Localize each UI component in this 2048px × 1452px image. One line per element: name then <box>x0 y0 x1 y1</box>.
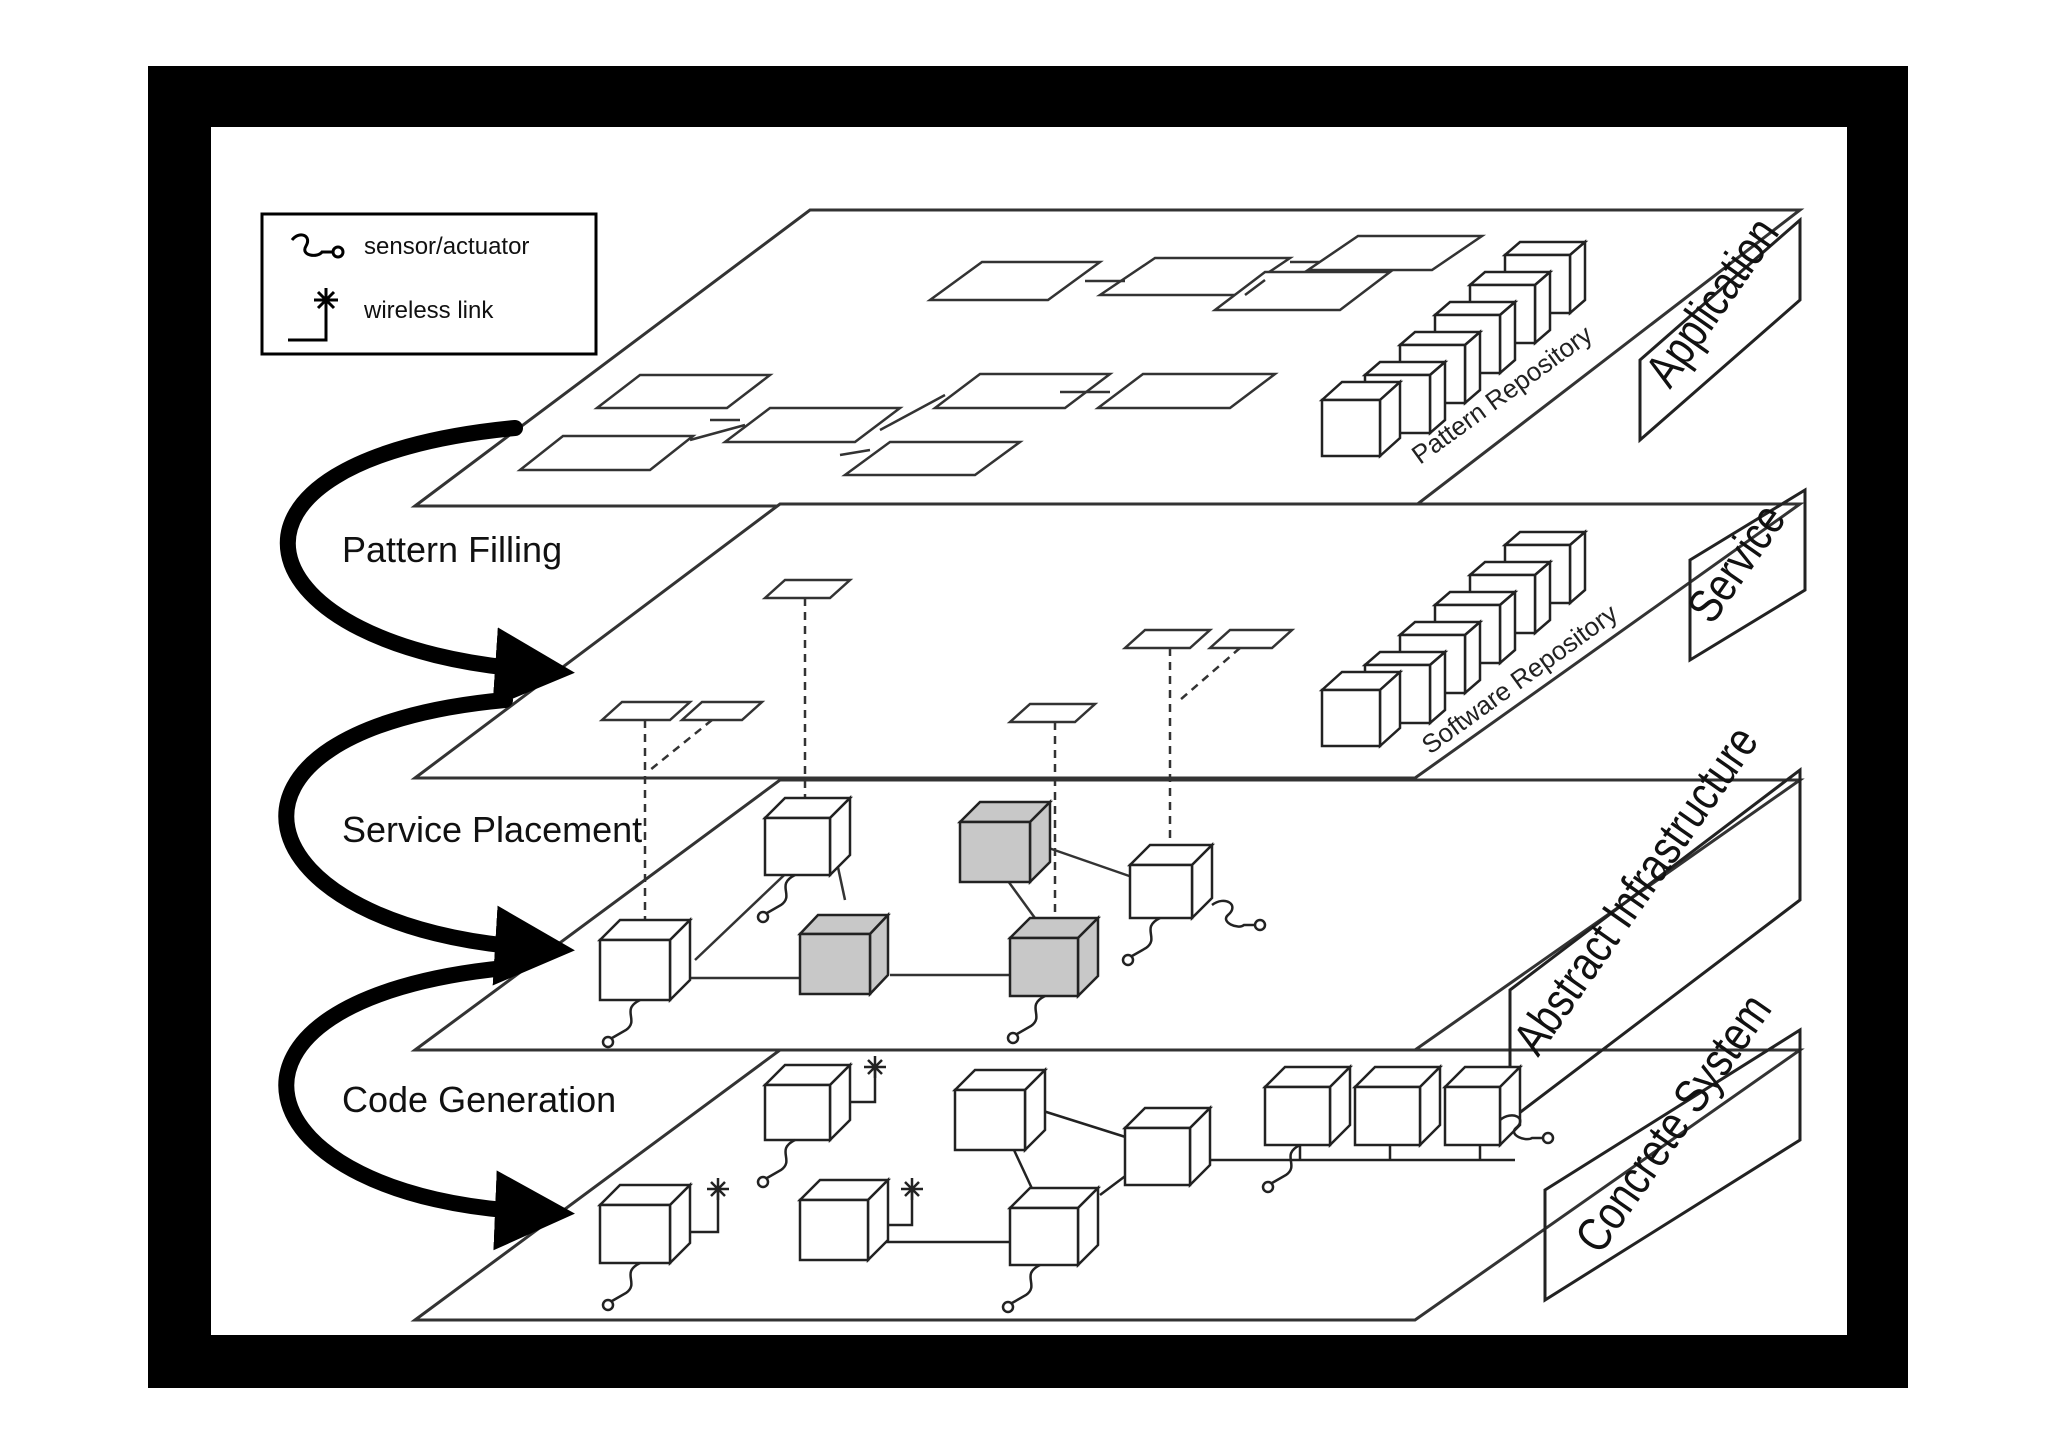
concrete-device <box>951 1066 1049 1154</box>
sensor-actuator-icon <box>1261 1143 1301 1194</box>
sensor-actuator-icon <box>1121 916 1161 967</box>
infra-node <box>596 916 694 1004</box>
service-placement-mappings <box>643 598 1241 920</box>
service-tab <box>1688 487 1807 663</box>
concrete-device <box>1121 1104 1214 1189</box>
legend-wireless-label: wireless link <box>363 297 494 324</box>
infra-node-filled <box>1006 914 1102 1000</box>
service-placement-label: Service Placement <box>342 809 642 850</box>
sensor-actuator-icon <box>290 233 345 259</box>
service-component-boxes <box>598 578 1296 724</box>
concrete-device <box>1351 1063 1444 1149</box>
layer-name-tabs <box>1508 216 1807 1303</box>
infrastructure-sensors <box>601 873 1267 1049</box>
infra-node-filled <box>956 798 1054 886</box>
application-tab <box>1638 216 1802 444</box>
concrete-device <box>1261 1063 1354 1149</box>
sensor-actuator-icon <box>1211 899 1267 932</box>
concrete-sensors <box>601 1114 1555 1314</box>
code-generation-arrow <box>278 960 575 1251</box>
sensor-actuator-icon <box>1499 1114 1555 1145</box>
sensor-actuator-icon <box>756 1138 796 1189</box>
wireless-link-icon <box>845 1056 886 1104</box>
pattern-filling-arrow <box>279 420 575 708</box>
concrete-devices <box>596 1061 1524 1269</box>
concrete-device <box>1006 1184 1102 1269</box>
infra-node <box>1126 841 1216 922</box>
sensor-actuator-icon <box>1006 994 1046 1045</box>
service-repository-stack <box>1318 529 1589 749</box>
sensor-actuator-icon <box>756 873 796 924</box>
sensor-actuator-icon <box>601 1261 641 1312</box>
concrete-device <box>796 1176 892 1264</box>
sensor-actuator-icon <box>601 998 641 1049</box>
infra-node <box>761 794 854 879</box>
concrete-device <box>1441 1063 1524 1149</box>
process-arrows <box>278 420 575 1251</box>
service-placement-arrow <box>278 692 575 986</box>
concrete-system-tab <box>1543 1027 1802 1303</box>
infra-node-filled <box>797 911 891 998</box>
wireless-link-icon <box>288 288 338 342</box>
sensor-actuator-icon <box>1001 1263 1041 1314</box>
legend: sensor/actuator wireless link <box>260 212 598 356</box>
code-generation-label: Code Generation <box>342 1079 616 1120</box>
process-step-labels: Pattern Filling Service Placement Code G… <box>342 529 642 1120</box>
wireless-link-icon <box>690 1178 729 1234</box>
application-pattern-connectors <box>689 260 1320 457</box>
pattern-repository-stack <box>1318 239 1589 459</box>
infrastructure-nodes <box>596 794 1216 1004</box>
application-pattern-boxes <box>516 234 1487 477</box>
service-plane <box>410 502 1805 780</box>
concrete-device <box>761 1061 854 1144</box>
pattern-filling-label: Pattern Filling <box>342 529 562 570</box>
infrastructure-links <box>690 829 1136 980</box>
legend-sensor-label: sensor/actuator <box>364 233 529 260</box>
concrete-device <box>596 1181 694 1267</box>
